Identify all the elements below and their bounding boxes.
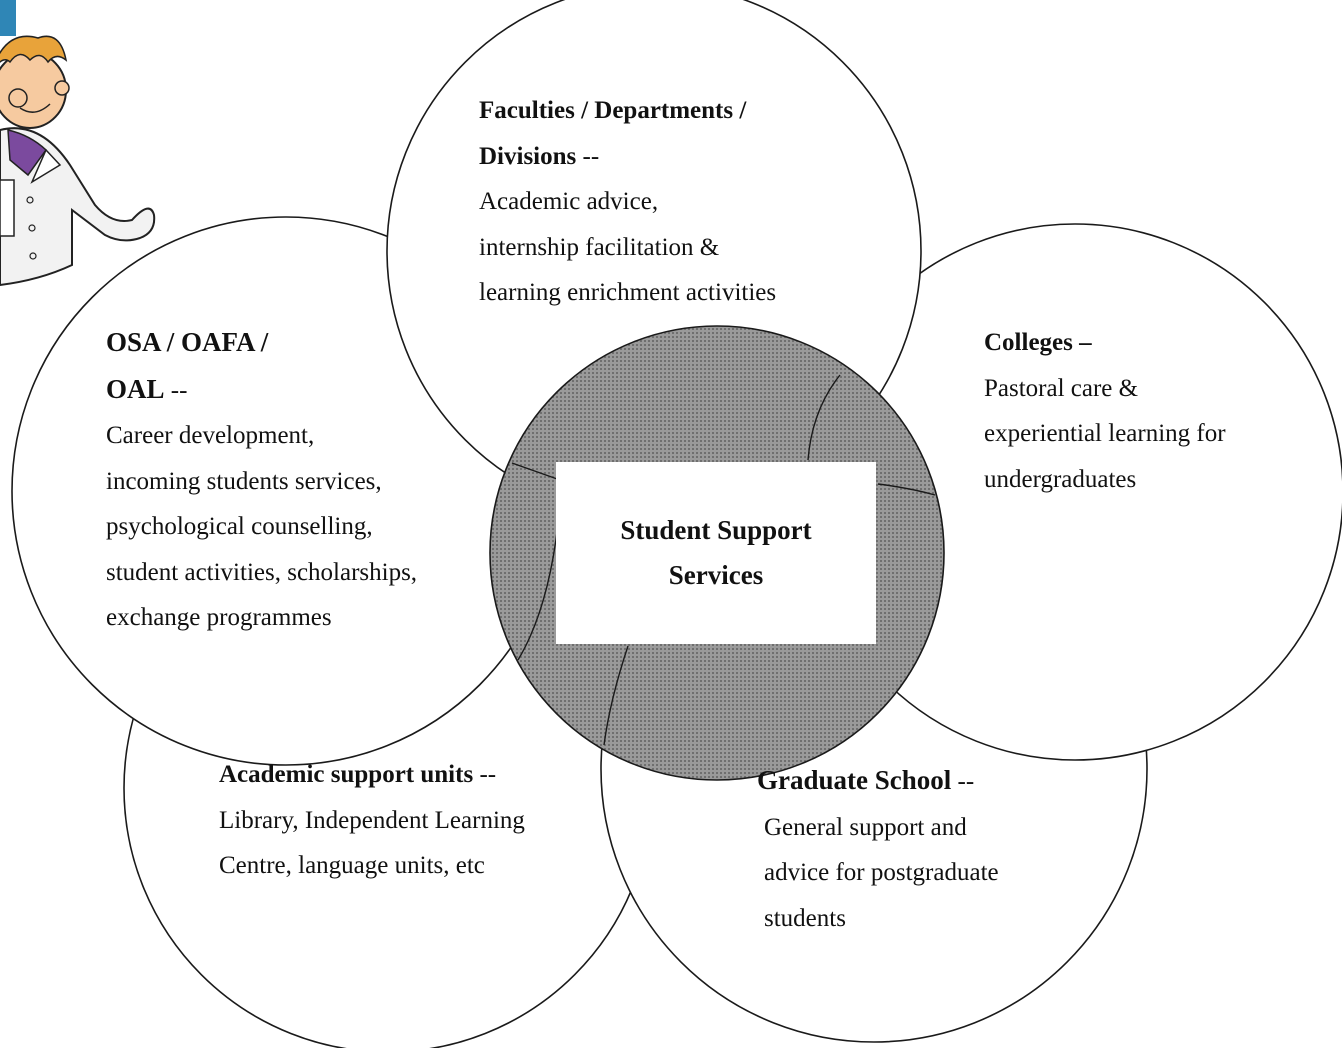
osa-desc-line: exchange programmes (106, 604, 332, 631)
group-academic-support: Academic support units -- Library, Indep… (219, 752, 525, 889)
colleges-title: Colleges – (984, 329, 1092, 356)
faculties-title-suffix: -- (576, 142, 600, 170)
colleges-desc-line: undergraduates (984, 465, 1137, 493)
overlap-arc-graduate (877, 483, 936, 496)
overlap-arc-academic (603, 645, 629, 746)
group-osa: OSA / OAFA / OAL -- Career development, … (106, 320, 417, 641)
colleges-desc-line: Pastoral care & (984, 374, 1139, 402)
osa-title-line2: OAL (106, 373, 165, 404)
faculties-title-line1: Faculties / Departments / (479, 97, 747, 124)
academic-support-title-suffix: -- (473, 761, 497, 788)
osa-desc-line: incoming students services, (106, 467, 382, 495)
graduate-school-title: Graduate School (757, 765, 952, 795)
colleges-desc-line: experiential learning for (984, 420, 1226, 447)
faculties-desc-line: Academic advice, (479, 188, 659, 215)
faculties-desc-line: learning enrichment activities (479, 279, 777, 306)
overlap-arc-colleges (807, 374, 841, 461)
center-label-line1: Student Support (620, 515, 812, 545)
academic-support-desc-line: Centre, language units, etc (219, 852, 485, 879)
osa-desc-line: psychological counselling, (106, 513, 373, 540)
group-faculties: Faculties / Departments / Divisions -- A… (479, 88, 776, 316)
center-label-line2: Services (668, 560, 764, 590)
academic-support-desc-line: Library, Independent Learning (219, 806, 525, 834)
group-colleges: Colleges – Pastoral care & experiential … (984, 320, 1226, 502)
overlap-arc-faculties (511, 462, 561, 481)
center-label-box: Student Support Services (556, 462, 876, 644)
overlap-arc-osa (517, 523, 559, 661)
faculties-desc-line: internship facilitation & (479, 233, 720, 261)
cartoon-scientist-icon (0, 0, 156, 287)
graduate-school-desc-line: General support and (764, 813, 967, 841)
graduate-school-desc-line: students (764, 904, 846, 932)
osa-desc-line: student activities, scholarships, (106, 558, 418, 586)
osa-title-line1: OSA / OAFA / (106, 327, 269, 357)
faculties-title-line2: Divisions (479, 142, 577, 170)
graduate-school-title-suffix: -- (951, 768, 975, 795)
graduate-school-desc-line: advice for postgraduate (764, 859, 999, 886)
group-graduate-school: Graduate School -- General support and a… (757, 758, 999, 941)
academic-support-title: Academic support units (219, 761, 474, 788)
osa-title-suffix: -- (164, 376, 188, 404)
osa-desc-line: Career development, (106, 422, 315, 449)
